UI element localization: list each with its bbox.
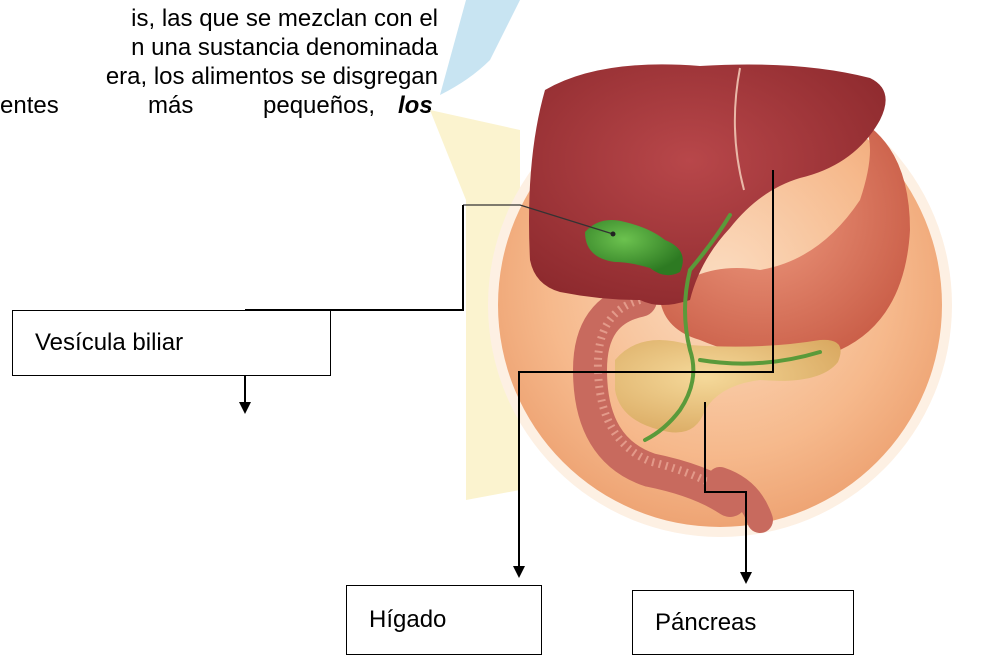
paragraph-line-1: is, las que se mezclan con el: [131, 5, 438, 32]
duodenum-folds: [593, 296, 731, 498]
stomach: [660, 120, 910, 358]
bile-duct: [643, 213, 822, 442]
gallbladder: [585, 219, 683, 276]
label-higado: Hígado: [369, 606, 447, 633]
yellow-band: [430, 110, 520, 500]
paragraph-word: más: [148, 92, 194, 119]
paragraph-word-emphasis: los: [398, 92, 433, 119]
blue-band: [440, 0, 520, 95]
higado-connector: [518, 170, 774, 570]
liver-ligament: [733, 67, 745, 191]
higado-arrowhead: [513, 566, 525, 578]
gallbladder-pointer-line: [463, 204, 614, 235]
paragraph-line-4: entes más pequeños, los: [0, 91, 438, 120]
paragraph-word: pequeños,: [263, 92, 376, 119]
pancreas-connector: [704, 402, 747, 575]
label-pancreas: Páncreas: [655, 608, 757, 636]
label-box-vesicula-biliar: Vesícula biliar: [12, 310, 331, 376]
vesicula-arrowhead: [239, 402, 251, 414]
label-box-pancreas: Páncreas: [632, 590, 854, 655]
label-vesicula-biliar: Vesícula biliar: [35, 329, 184, 356]
paragraph-line-2: n una sustancia denominada: [131, 34, 438, 61]
label-box-higado: Hígado: [346, 585, 542, 655]
gallbladder-pointer-dot: [610, 231, 616, 237]
paragraph-word: entes: [0, 92, 59, 119]
vesicula-connector: [245, 205, 464, 311]
pancreas-arrowhead: [740, 572, 752, 584]
pancreas: [615, 339, 841, 433]
duodenum: [572, 283, 747, 517]
paragraph-line-3: era, los alimentos se disgregan: [105, 63, 438, 90]
